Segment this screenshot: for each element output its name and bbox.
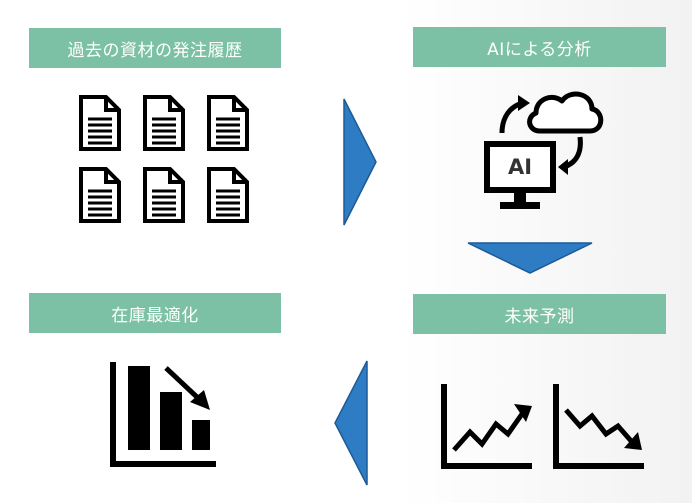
- document-icon: [143, 167, 185, 223]
- step-label-optimization: 在庫最適化: [29, 293, 281, 333]
- trend-up-chart-icon: [441, 384, 532, 469]
- step-label-ai-analysis: AIによる分析: [413, 27, 666, 67]
- document-icon: [207, 95, 249, 151]
- ai-cloud-computer-icon: [484, 91, 604, 209]
- document-icon: [143, 95, 185, 151]
- trend-down-chart-icon: [553, 384, 644, 469]
- arrow-down-icon: [467, 242, 593, 274]
- document-icon: [79, 167, 121, 223]
- step-label-history: 過去の資材の発注履歴: [29, 28, 281, 68]
- declining-bar-chart-icon: [110, 362, 216, 467]
- arrow-right-icon: [343, 98, 377, 226]
- arrow-left-icon: [334, 360, 368, 486]
- ai-monitor-text: AI: [507, 155, 533, 179]
- document-icon: [79, 95, 121, 151]
- step-label-forecast: 未来予測: [413, 294, 666, 334]
- document-icon: [207, 167, 249, 223]
